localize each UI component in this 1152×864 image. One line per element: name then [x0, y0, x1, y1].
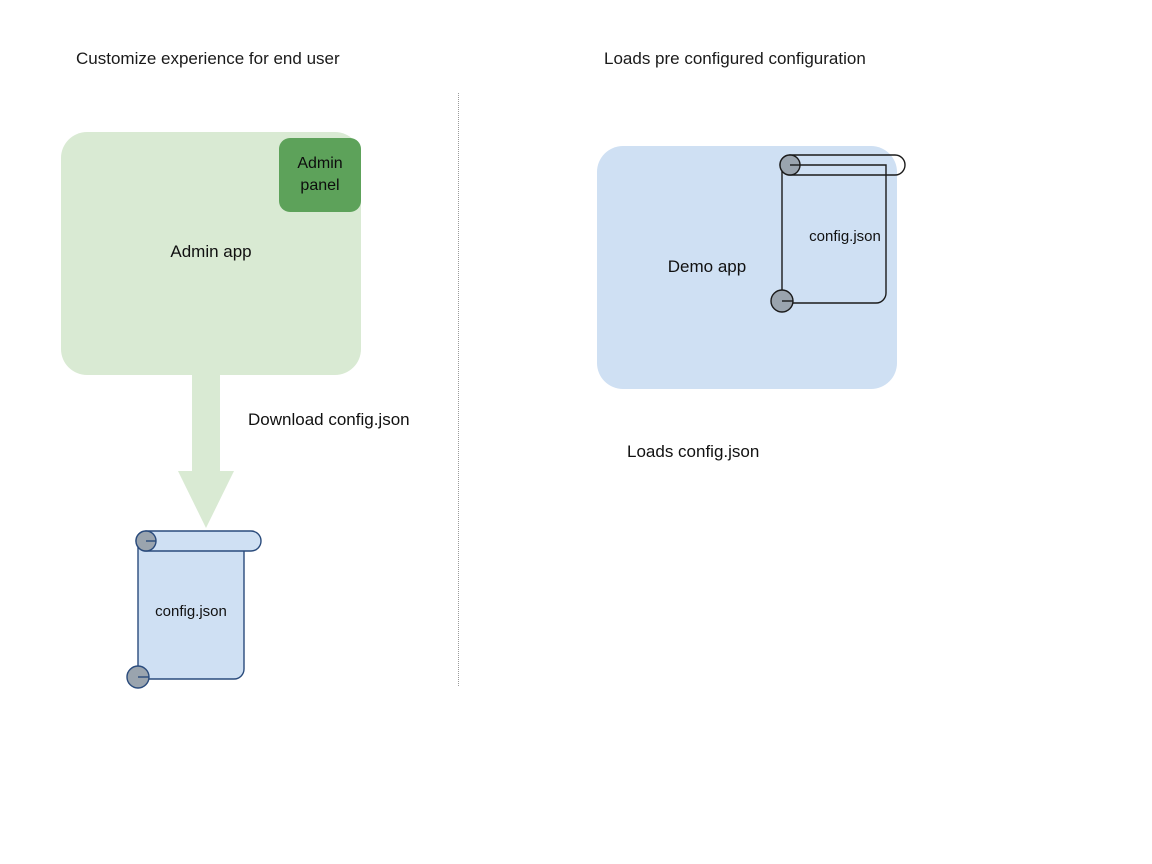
- loads-config-caption: Loads config.json: [627, 442, 760, 461]
- admin-panel-label: Admin panel: [297, 155, 343, 194]
- download-arrow: [178, 373, 234, 531]
- demo-app-box: Demo app: [597, 146, 897, 389]
- config-file-left[interactable]: config.json: [120, 529, 265, 689]
- demo-app-label: Demo app: [667, 257, 747, 276]
- config-file-right-label: config.json: [809, 228, 881, 245]
- right-section-title: Loads pre configured configuration: [604, 49, 866, 68]
- section-divider: [458, 93, 459, 686]
- admin-panel-badge[interactable]: Admin panel: [279, 138, 361, 212]
- config-file-right[interactable]: config.json: [770, 153, 912, 313]
- left-section-title: Customize experience for end user: [76, 49, 340, 68]
- admin-app-label: Admin app: [170, 242, 252, 261]
- config-file-left-label: config.json: [155, 603, 227, 620]
- download-arrow-label: Download config.json: [248, 410, 410, 429]
